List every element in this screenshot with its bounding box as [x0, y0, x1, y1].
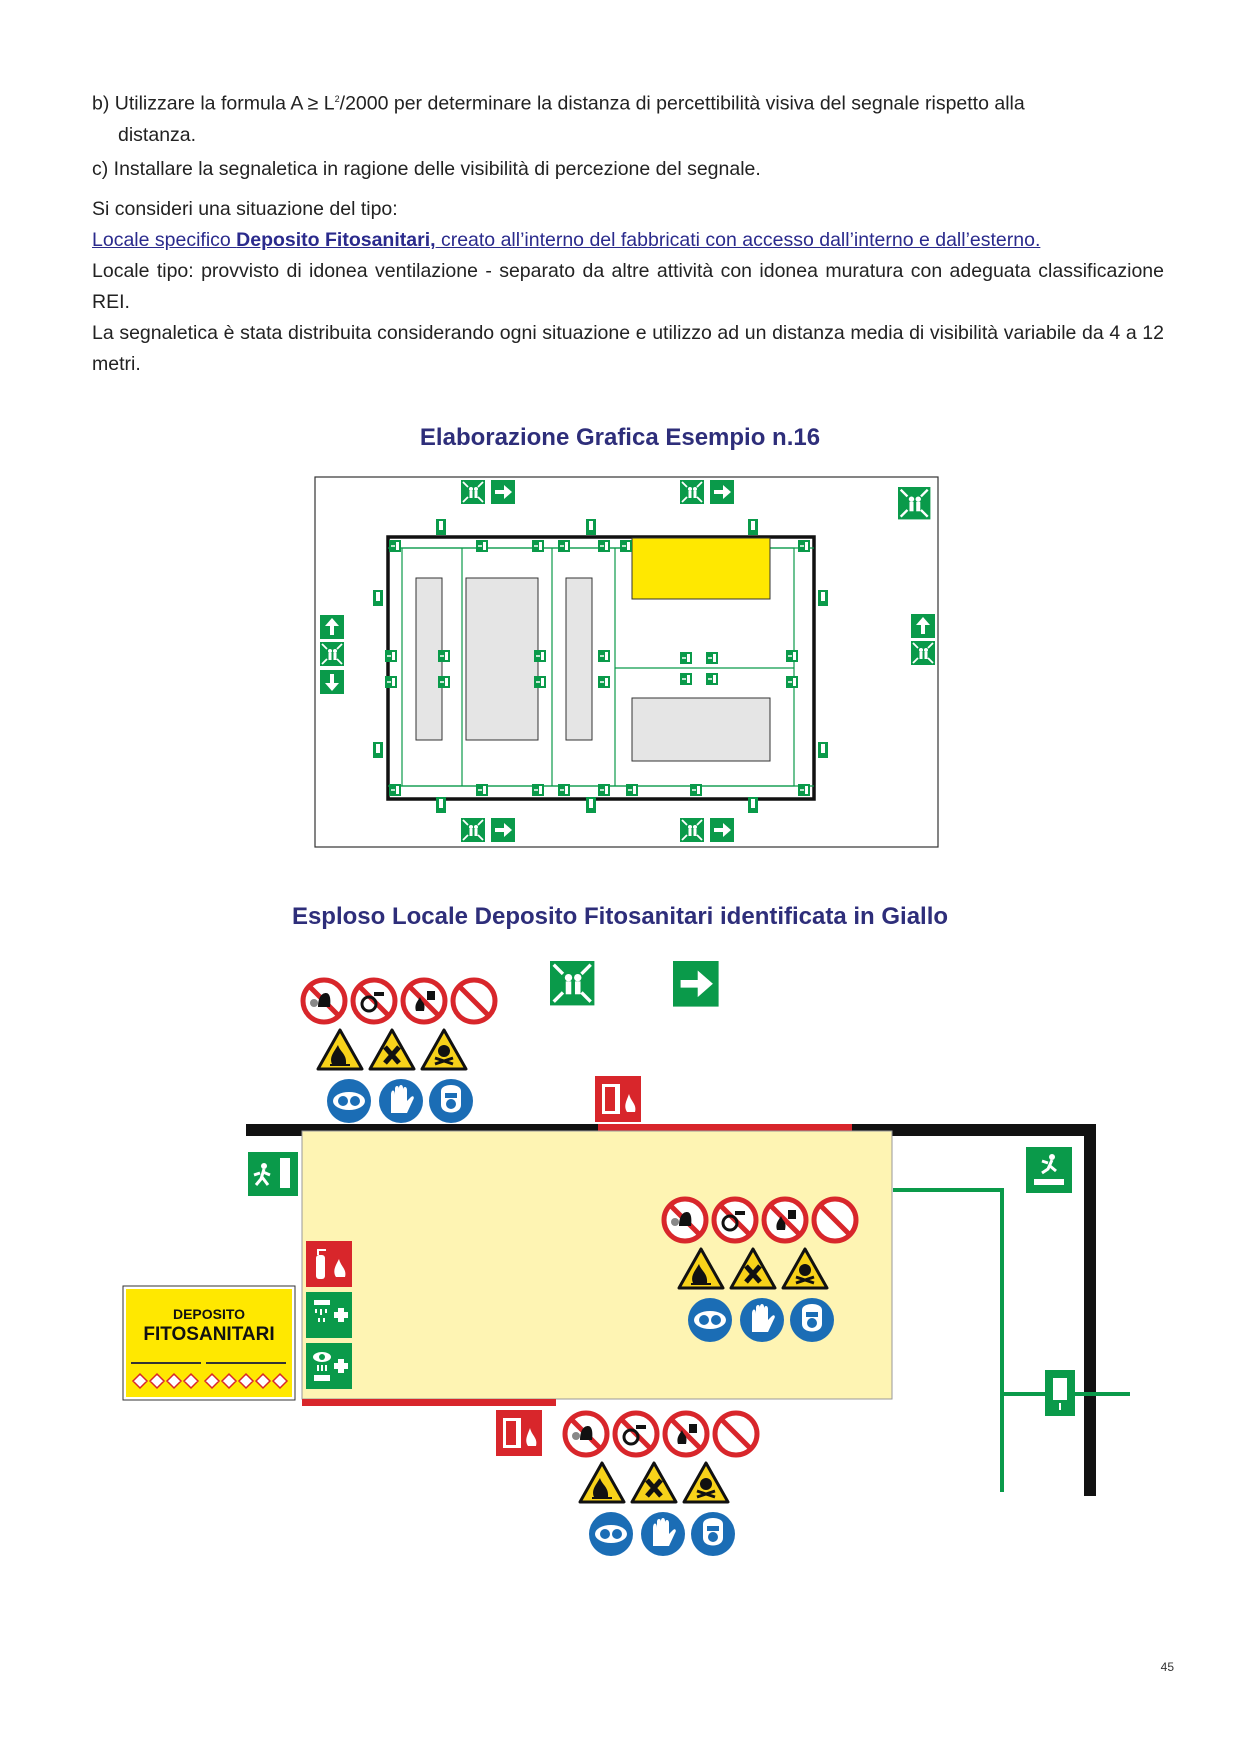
deposito-fitosanitari-sign: [122, 1285, 296, 1401]
heading-example: Elaborazione Grafica Esempio n.16: [419, 424, 821, 451]
paragraph-room-type: Locale tipo: provvisto di idonea ventila…: [92, 260, 1164, 313]
heading-exploded-view: Esploso Locale Deposito Fitosanitari ide…: [291, 903, 949, 930]
exploded-view: [246, 959, 1130, 1556]
page-number: 45: [1160, 1660, 1174, 1674]
paragraph-situation: Si consideri una situazione del tipo:: [92, 198, 398, 220]
sign-title-line2: FITOSANITARI: [143, 1324, 275, 1345]
paragraph-formula: b) Utilizzare la formula A ≥ L2/2000 per…: [92, 92, 1025, 146]
floor-plan: [314, 476, 939, 848]
paragraph-install: c) Installare la segnaletica in ragione …: [92, 158, 761, 180]
paragraph-room-link[interactable]: Locale specifico Deposito Fitosanitari, …: [92, 229, 1041, 251]
sign-title-line1: DEPOSITO: [172, 1306, 246, 1322]
paragraph-signage: La segnaletica è stata distribuita consi…: [92, 322, 1164, 375]
